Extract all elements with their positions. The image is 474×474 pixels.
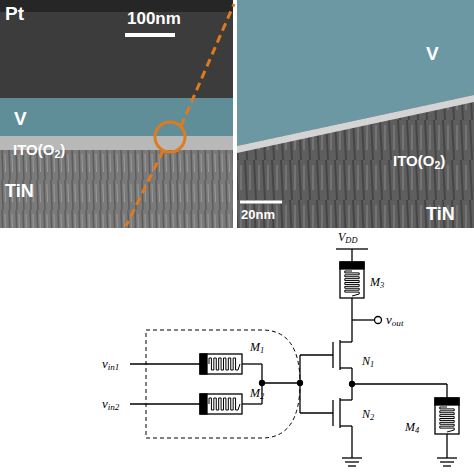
layer-label: ITO(O2) bbox=[13, 142, 65, 157]
tem-right bbox=[237, 0, 474, 228]
layer-label: Pt bbox=[5, 4, 24, 23]
memristor-m1 bbox=[200, 354, 242, 374]
device-label: M3 bbox=[370, 276, 384, 288]
scale-label: 20nm bbox=[241, 208, 275, 221]
device-label: M2 bbox=[250, 387, 264, 399]
tem-left bbox=[0, 0, 233, 228]
memristor-m4 bbox=[435, 398, 459, 434]
signal-label: vin2 bbox=[102, 397, 119, 410]
scale-label: 100nm bbox=[127, 10, 181, 27]
zoom-callout bbox=[126, 4, 234, 226]
layer-label: TiN bbox=[426, 205, 455, 223]
layer-label: V bbox=[14, 109, 27, 128]
device-label: M1 bbox=[250, 341, 264, 353]
signal-label: vin1 bbox=[102, 357, 119, 370]
layer-label: ITO(O2) bbox=[393, 153, 445, 168]
device-label: N2 bbox=[362, 408, 374, 420]
signal-label: vout bbox=[386, 313, 403, 326]
memristor-m2 bbox=[200, 394, 242, 414]
layer-label: TiN bbox=[5, 182, 34, 200]
supply-label: VDD bbox=[338, 231, 357, 243]
scale-bar bbox=[125, 33, 175, 37]
layer-label: V bbox=[426, 44, 439, 63]
device-label: M4 bbox=[405, 421, 419, 433]
memristor-m3 bbox=[340, 262, 364, 298]
circuit-schematic bbox=[130, 249, 459, 466]
device-label: N1 bbox=[362, 355, 374, 367]
scale-bar bbox=[240, 201, 282, 204]
